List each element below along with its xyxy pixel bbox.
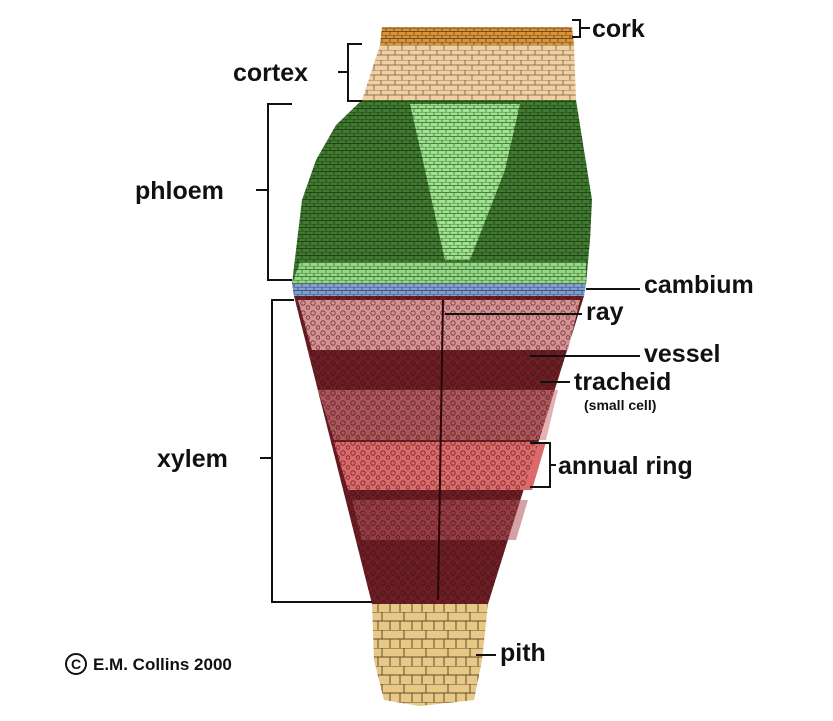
cortex-layer: [362, 45, 576, 100]
phloem-bracket: [256, 104, 292, 280]
cork-cells: [380, 27, 574, 45]
label-pith: pith: [500, 639, 546, 667]
label-tracheid: tracheid: [574, 368, 671, 396]
pith-cells: [372, 604, 488, 706]
cortex-bracket: [338, 44, 362, 101]
cork-layer: [380, 27, 574, 45]
label-tracheid-note: (small cell): [584, 397, 656, 413]
copyright-text: E.M. Collins 2000: [93, 655, 232, 674]
label-cambium: cambium: [644, 271, 754, 299]
label-xylem: xylem: [157, 445, 228, 473]
pith-layer: [372, 604, 488, 706]
copyright-symbol: C: [71, 656, 81, 672]
label-cork: cork: [592, 15, 645, 43]
label-phloem: phloem: [135, 177, 224, 205]
phloem-layer: [292, 100, 592, 284]
cambium-layer: [292, 284, 586, 296]
xylem-layer: [294, 296, 584, 604]
label-vessel: vessel: [644, 340, 720, 368]
phloem-cells: [292, 100, 592, 284]
label-annual-ring: annual ring: [558, 452, 693, 480]
label-ray: ray: [586, 298, 624, 326]
cork-bracket: [572, 20, 590, 37]
cambium-cells: [292, 284, 586, 296]
label-cortex: cortex: [233, 59, 308, 87]
cortex-cells: [362, 45, 576, 100]
copyright-notice: C E.M. Collins 2000: [66, 654, 232, 674]
